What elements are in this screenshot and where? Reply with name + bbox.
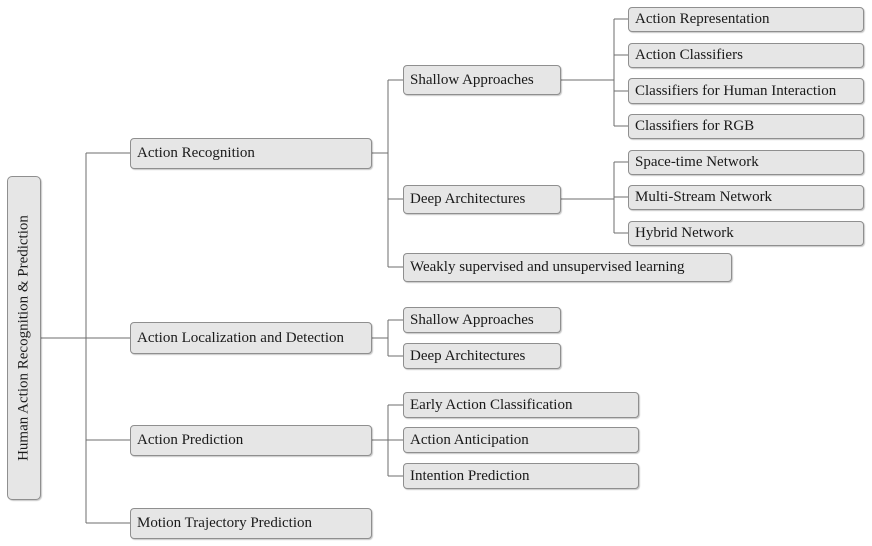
node-prediction-child: Early Action Classification [403,392,639,418]
node-shallow-child: Classifiers for Human Interaction [628,78,864,104]
node-localization-shallow: Shallow Approaches [403,307,561,333]
root-label: Human Action Recognition & Prediction [15,215,32,461]
node-deep-child: Hybrid Network [628,221,864,246]
node-shallow-child: Action Representation [628,7,864,32]
node-deep-child: Space-time Network [628,150,864,175]
node-deep-child: Multi-Stream Network [628,185,864,210]
node-motion-trajectory: Motion Trajectory Prediction [130,508,372,539]
node-action-localization: Action Localization and Detection [130,322,372,354]
node-shallow-child: Classifiers for RGB [628,114,864,139]
node-prediction-child: Action Anticipation [403,427,639,453]
node-recognition-shallow: Shallow Approaches [403,65,561,95]
node-action-recognition: Action Recognition [130,138,372,169]
node-action-prediction: Action Prediction [130,425,372,456]
node-localization-deep: Deep Architectures [403,343,561,369]
node-prediction-child: Intention Prediction [403,463,639,489]
node-shallow-child: Action Classifiers [628,43,864,68]
node-recognition-weakly: Weakly supervised and unsupervised learn… [403,253,732,282]
root-node: Human Action Recognition & Prediction [7,176,41,500]
node-recognition-deep: Deep Architectures [403,185,561,214]
